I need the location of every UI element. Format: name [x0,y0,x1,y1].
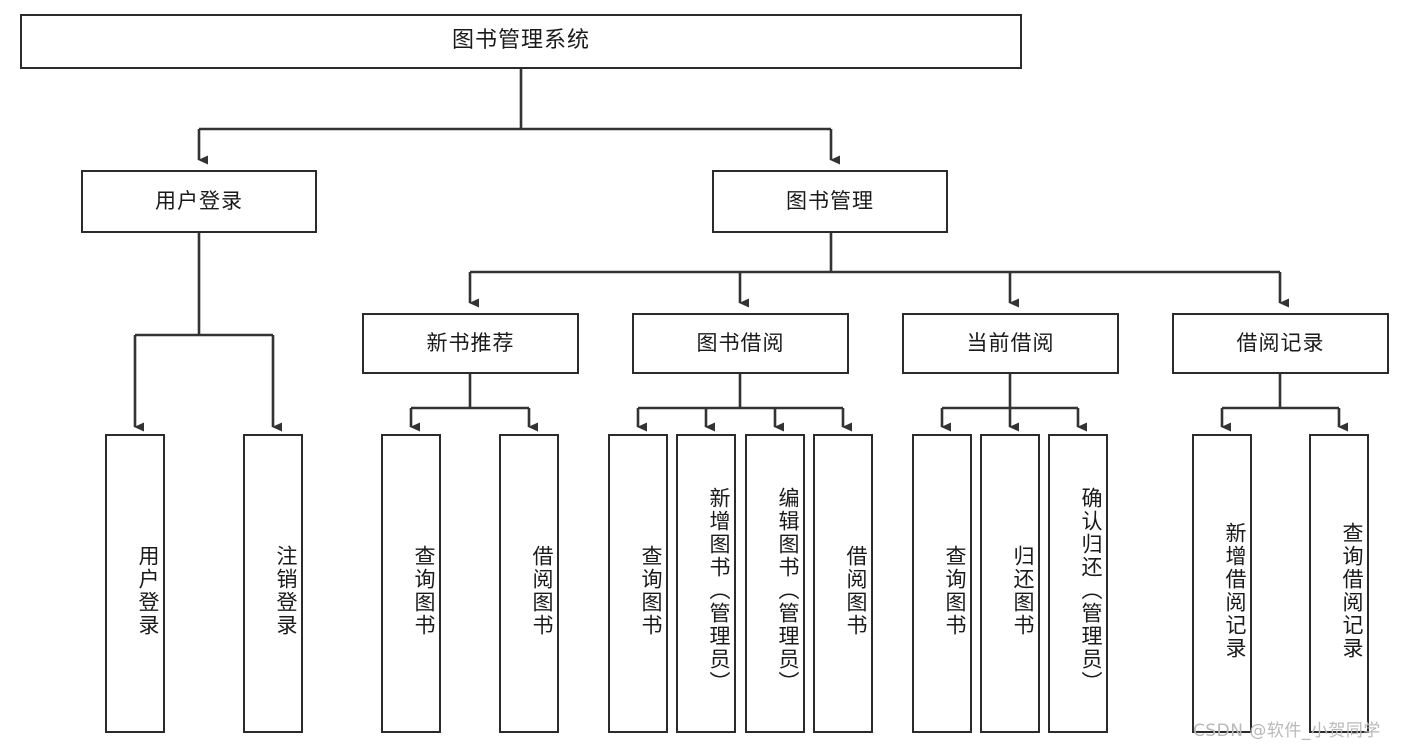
leaf-current-borrow-return-books[interactable]: 归还图书 [980,434,1040,733]
node-label: 新增图书（管理员） [707,487,731,694]
node-label: 新增借阅记录 [1223,521,1247,660]
node-book-borrowing[interactable]: 图书借阅 [632,313,849,374]
leaf-borrow-record-add-record[interactable]: 新增借阅记录 [1192,434,1252,733]
node-user-login[interactable]: 用户登录 [81,170,317,233]
node-book-management-system[interactable]: 图书管理系统 [20,14,1022,69]
leaf-current-borrow-confirm-return-admin[interactable]: 确认归还（管理员） [1048,434,1108,733]
node-label: 查询图书 [639,544,663,637]
node-label: 用户登录 [155,188,243,213]
node-label: 借阅图书 [530,544,554,637]
node-label: 新书推荐 [426,330,515,355]
node-label: 图书借阅 [696,330,785,355]
node-label: 用户登录 [136,544,160,637]
node-label: 查询图书 [412,544,436,637]
leaf-user-login-signin[interactable]: 用户登录 [105,434,165,733]
node-label: 归还图书 [1011,544,1035,637]
node-label: 图书管理系统 [451,28,590,54]
node-label: 编辑图书（管理员） [776,487,800,694]
leaf-book-borrow-add-book-admin[interactable]: 新增图书（管理员） [676,434,736,733]
leaf-book-borrow-borrow-books[interactable]: 借阅图书 [813,434,873,733]
node-label: 借阅记录 [1236,330,1325,355]
node-label: 确认归还（管理员） [1079,487,1103,694]
leaf-book-borrow-query-books[interactable]: 查询图书 [608,434,668,733]
node-new-book-recommendation[interactable]: 新书推荐 [362,313,579,374]
node-current-borrowing[interactable]: 当前借阅 [902,313,1119,374]
node-book-management[interactable]: 图书管理 [712,170,948,233]
node-label: 注销登录 [274,544,298,637]
leaf-current-borrow-query-books[interactable]: 查询图书 [912,434,972,733]
leaf-book-borrow-edit-book-admin[interactable]: 编辑图书（管理员） [745,434,805,733]
node-borrowing-record[interactable]: 借阅记录 [1172,313,1389,374]
node-label: 查询借阅记录 [1340,521,1364,660]
leaf-borrow-record-query-record[interactable]: 查询借阅记录 [1309,434,1369,733]
node-label: 借阅图书 [844,544,868,637]
node-label: 查询图书 [943,544,967,637]
leaf-user-login-signout[interactable]: 注销登录 [243,434,303,733]
leaf-new-book-borrow-books[interactable]: 借阅图书 [499,434,559,733]
node-label: 图书管理 [786,188,874,213]
node-label: 当前借阅 [966,330,1055,355]
leaf-new-book-query-books[interactable]: 查询图书 [381,434,441,733]
